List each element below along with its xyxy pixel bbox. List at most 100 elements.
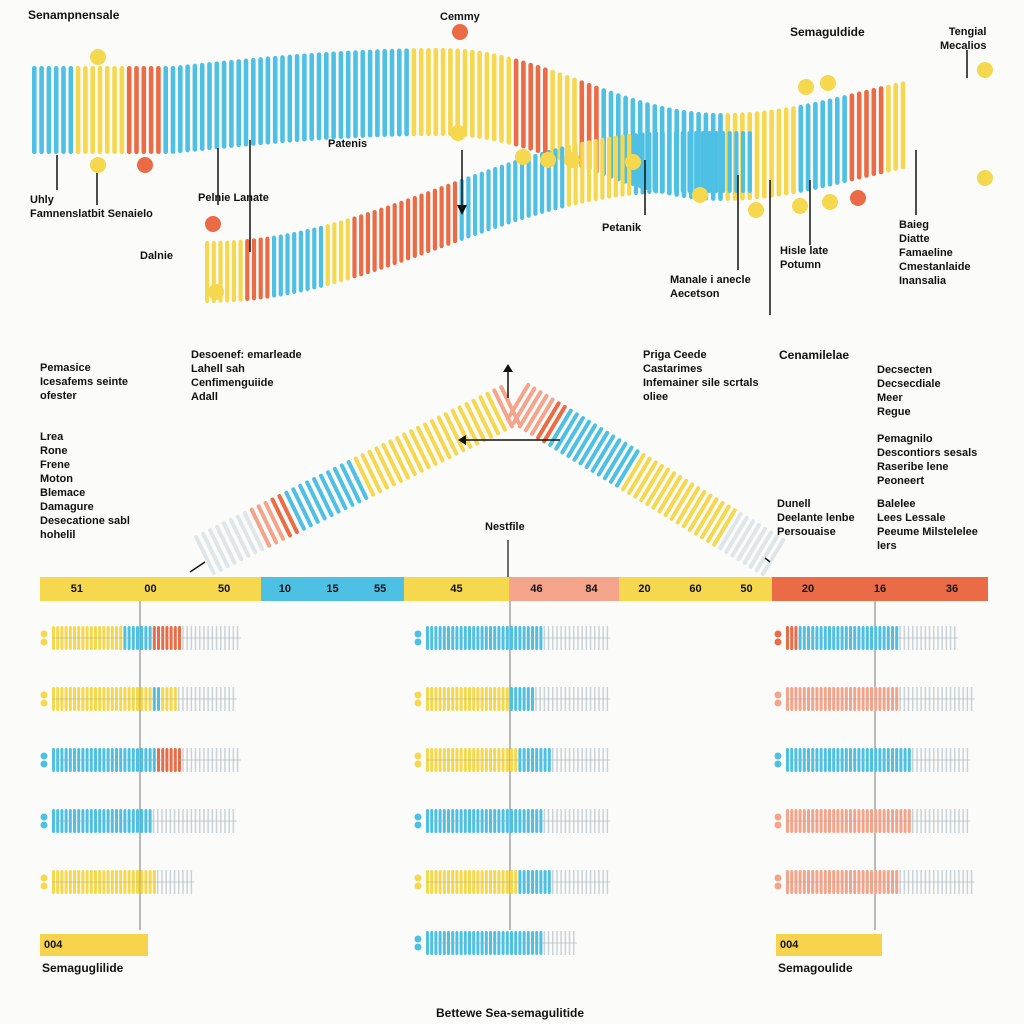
lower-ribbon-bar [251,238,257,301]
lower-ribbon-bar [586,140,592,203]
marker-dot [822,194,838,210]
top-ribbon-bar [776,108,782,197]
top-ribbon-bar [557,72,563,161]
top-ribbon-bar [769,109,774,198]
top-ribbon-bar [367,49,373,138]
lower-ribbon-bar [278,234,283,297]
top-ribbon-bar [83,66,88,154]
top-ribbon-bar [513,58,519,147]
lower-ribbon-bar [392,203,397,266]
top-ribbon-bar [345,50,351,139]
top-ribbon-bar [338,51,344,140]
chevron-left-bar [339,463,362,504]
chevron-right-bar [517,390,543,429]
top-ribbon-bar [411,48,417,137]
strand-dot [774,813,782,821]
top-ribbon-bar [849,93,855,182]
top-ribbon-bar [141,66,147,154]
top-ribbon-bar [470,49,475,138]
chevron-right-bar [663,478,689,518]
top-ribbon-bar [258,57,263,146]
scale-tick-label: 15 [326,583,339,595]
top-ribbon-bar [550,69,555,158]
top-ribbon-bar [791,106,796,195]
lower-ribbon-bar [593,138,598,201]
chevron-right-bar [754,534,780,573]
top-ribbon-bar [864,89,869,178]
top-ribbon-bar [68,66,74,154]
lower-ribbon-bar [667,131,672,194]
chevron-right-bar [621,452,646,492]
strand-dot [40,760,48,768]
top-ribbon-bar [126,66,132,154]
label-priga: Priga Ceede Castarimes Infemainer sile s… [643,349,759,403]
chevron-left-bar [429,419,452,460]
top-ribbon-bar [805,103,811,192]
chevron-left-bar [485,391,507,432]
lower-ribbon-bar [479,171,484,234]
scale-tick-label: 55 [374,583,387,595]
arrow-left-icon [458,435,466,445]
chevron-left-bar [478,395,500,436]
label-semampnensale: Senampnensale [28,8,120,22]
marker-dot [792,198,808,214]
chevron-left-bar [201,531,223,572]
label-baieg: Baieg Diatte Famaeline Cmestanlaide Inan… [899,219,971,287]
lower-ribbon-bar [466,176,471,239]
scale-segment: 45 [404,577,509,601]
top-ribbon-bar [251,57,256,146]
strand-dot [414,760,422,768]
label-nestfile: Nestfile [485,521,525,533]
top-ribbon-bar [543,67,548,156]
lower-ribbon-bar [741,131,746,193]
strand-dot [40,821,48,829]
chevron-right-bar [614,449,640,488]
scale-tick-label: 60 [689,583,702,595]
top-ribbon-bar [842,95,847,184]
marker-dot [798,79,814,95]
tag-left: 004 [40,934,148,956]
top-ribbon-bar [61,66,66,154]
chevron-left-bar [215,524,237,565]
chevron-left-bar [402,432,424,473]
chevron-left-bar [298,483,320,524]
chevron-left-bar [228,517,251,558]
lower-ribbon-bar [379,207,384,270]
strand-dot [414,813,422,821]
chevron-right-bar [681,489,707,529]
top-ribbon-bar [418,48,424,137]
lower-ribbon-bar [526,155,531,218]
lower-ribbon-bar [660,131,665,194]
strand-dot [414,752,422,760]
lower-ribbon-bar [580,141,585,204]
label-cemmy: Cemmy [440,11,480,23]
top-ribbon-bar [499,54,504,143]
strand-dot [414,691,422,699]
label-manale: Manale i anecle Aecetson [670,274,751,300]
tag-right: 004 [776,934,882,956]
top-ribbon-bar [302,53,307,142]
lower-ribbon-bar [272,235,277,298]
top-ribbon-bar [440,48,446,137]
lower-ribbon-bar [318,225,324,288]
top-ribbon-bar [243,58,249,147]
label-semaguldide-top: Semaguldide [790,25,865,39]
footer-title: Bettewe Sea-semagulitide [436,1006,585,1020]
top-ribbon-bar [491,53,497,142]
chevron-left-bar [416,425,438,466]
chevron-right-bar [675,486,701,525]
label-bottom-left: Semaguglilide [42,961,124,975]
strand-dot [774,821,782,829]
chevron-right-bar [730,519,755,558]
top-ribbon-bar [856,91,862,180]
strand-dot [414,699,422,707]
marker-dot [208,284,224,300]
scale-tick-label: 45 [450,583,463,595]
chevron-left-bar [235,514,258,555]
scale-tick-label: 00 [144,583,157,595]
label-lrea: Lrea Rone Frene Moton Blemace Damagure D… [40,431,130,541]
